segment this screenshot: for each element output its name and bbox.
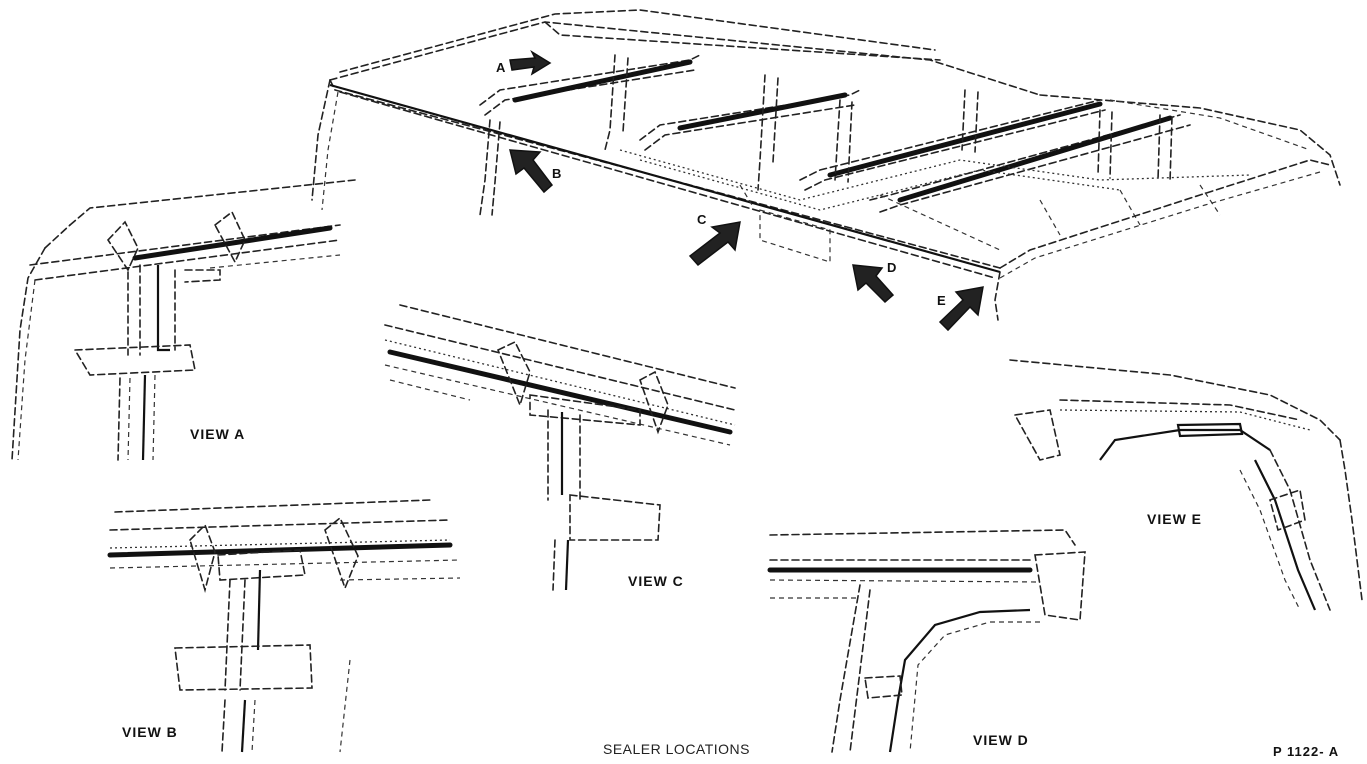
view-c-label: VIEW C (628, 573, 684, 589)
arrow-d (852, 264, 895, 304)
roof-assembly (311, 9, 1341, 321)
callout-d: D (887, 260, 897, 275)
view-e-detail (1009, 359, 1363, 611)
view-d-detail (767, 529, 1086, 753)
callout-arrows (509, 49, 984, 332)
view-e-label: VIEW E (1147, 511, 1203, 527)
arrow-a (509, 49, 552, 76)
view-d-label: VIEW D (973, 732, 1029, 748)
callout-a: A (496, 60, 506, 75)
figure-number: P 1122- A (1273, 744, 1340, 759)
view-a-detail (11, 179, 356, 461)
view-a-label: VIEW A (190, 426, 246, 442)
callout-b: B (552, 166, 562, 181)
callout-e: E (937, 293, 946, 308)
diagram-caption: SEALER LOCATIONS (603, 741, 751, 757)
view-b-label: VIEW B (122, 724, 178, 740)
arrow-e (938, 286, 984, 332)
arrow-c (688, 221, 741, 267)
arrow-b (509, 149, 554, 194)
callout-c: C (697, 212, 707, 227)
view-c-detail (384, 304, 736, 591)
view-b-detail (107, 499, 461, 753)
